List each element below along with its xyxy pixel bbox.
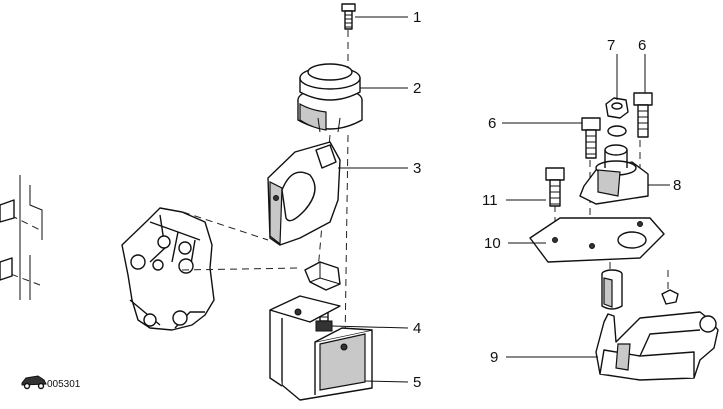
bracket-part-5 [269,295,373,401]
nut-part-7 [605,97,629,137]
clip-part [304,261,341,291]
callout-6-left: 6 [488,115,496,132]
car-icon [21,375,47,390]
callout-5: 5 [413,374,421,391]
callout-1: 1 [413,9,421,26]
plate-part-10 [529,217,665,263]
mount-part-8 [579,144,649,205]
callout-6-right: 6 [638,37,646,54]
center-parts-column [267,3,373,401]
callout-2: 2 [413,80,421,97]
callout-9: 9 [490,349,498,366]
figure-code: 005301 [21,375,81,390]
insulator-part-3 [267,141,341,246]
callout-4: 4 [413,320,421,337]
nut-part-small [661,289,679,305]
callout-11: 11 [482,192,498,209]
bolt-part-6a [581,117,601,159]
housing-part-9 [595,311,719,381]
callout-8: 8 [673,177,681,194]
bolt-part-1 [341,3,356,30]
figure-code-text: 005301 [47,379,81,390]
callout-3: 3 [413,160,421,177]
callout-labels: 1 2 3 4 5 6 7 6 8 11 10 9 [413,9,681,391]
bolt-part-11 [545,167,565,207]
right-parts-column [529,92,719,381]
leader-lines [331,16,670,383]
callout-10: 10 [484,235,501,252]
callout-7: 7 [607,37,615,54]
bolt-part-6b [633,92,653,138]
spacer-part [601,269,623,310]
cap-part-2 [297,63,363,133]
engine-bracket-assembly [0,175,301,331]
